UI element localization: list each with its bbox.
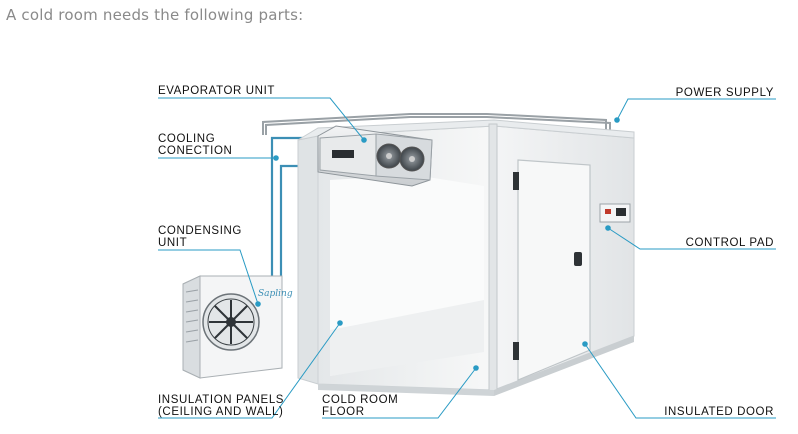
condenser-brand: Sapling [258, 289, 293, 299]
insulated-door [513, 159, 591, 381]
label-control-pad: CONTROL PAD [686, 237, 774, 249]
label-evaporator-unit: EVAPORATOR UNIT [158, 85, 275, 97]
cold-room-box [297, 119, 635, 396]
label-cooling-connection-line2: CONECTION [158, 145, 233, 157]
label-power-supply-text: POWER SUPPLY [675, 87, 774, 99]
label-condensing-unit-line1: CONDENSING [158, 225, 242, 237]
label-power-supply: POWER SUPPLY [676, 87, 774, 99]
label-insulated-door: INSULATED DOOR [664, 406, 774, 418]
evaporator-unit-device [317, 125, 433, 187]
control-pad-device [599, 203, 631, 223]
label-insulation-panels-line1: INSULATION PANELS [158, 394, 285, 406]
label-cold-room-floor: COLD ROOM FLOOR [322, 394, 398, 418]
label-cooling-connection-line1: COOLING [158, 133, 216, 145]
label-cold-room-floor-line2: FLOOR [322, 406, 365, 418]
leader-lines [158, 97, 776, 419]
condensing-unit-device: Sapling [182, 275, 293, 379]
label-insulation-panels: INSULATION PANELS (CEILING AND WALL) [158, 394, 284, 418]
intro-text: A cold room needs the following parts: [6, 6, 304, 24]
leader-dots [255, 117, 620, 371]
label-insulated-door-text: INSULATED DOOR [664, 406, 774, 418]
label-control-pad-text: CONTROL PAD [685, 237, 774, 249]
label-cooling-connection: COOLING CONECTION [158, 133, 232, 157]
label-evaporator-unit-text: EVAPORATOR UNIT [158, 85, 275, 97]
label-insulation-panels-line2: (CEILING AND WALL) [158, 406, 284, 418]
label-condensing-unit-line2: UNIT [158, 237, 188, 249]
label-condensing-unit: CONDENSING UNIT [158, 225, 242, 249]
label-cold-room-floor-line1: COLD ROOM [322, 394, 399, 406]
